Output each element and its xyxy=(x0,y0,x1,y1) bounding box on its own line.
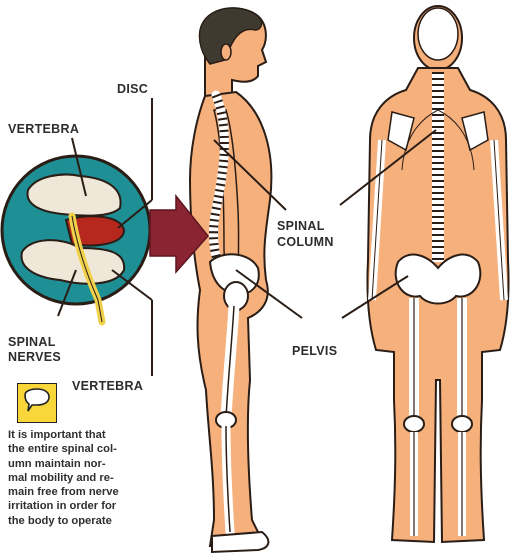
disc-label: DISC xyxy=(117,82,148,97)
spinal-nerves-label-line1: SPINAL xyxy=(8,335,56,350)
caption-line: umn maintain nor- xyxy=(8,457,168,471)
spinal-column-label-line2: COLUMN xyxy=(277,235,334,250)
caption-line: the body to operate xyxy=(8,514,168,528)
caption-line: mal mobility and re- xyxy=(8,471,168,485)
spinal-nerves-label-line2: NERVES xyxy=(8,350,61,365)
comment-icon[interactable] xyxy=(17,383,57,423)
caption-line: main free from nerve xyxy=(8,485,168,499)
pelvis-label: PELVIS xyxy=(292,344,337,359)
caption-line: the entire spinal col- xyxy=(8,442,168,456)
caption-text: It is important that the entire spinal c… xyxy=(8,428,168,528)
vertebra-inset xyxy=(2,156,150,322)
caption-line: irritation in order for xyxy=(8,499,168,513)
back-figure xyxy=(367,6,508,542)
caption-line: It is important that xyxy=(8,428,168,442)
vertebra-bottom-label: VERTEBRA xyxy=(72,379,143,394)
side-figure xyxy=(190,8,271,552)
spinal-column-label-line1: SPINAL xyxy=(277,219,325,234)
vertebra-top-label: VERTEBRA xyxy=(8,122,79,137)
